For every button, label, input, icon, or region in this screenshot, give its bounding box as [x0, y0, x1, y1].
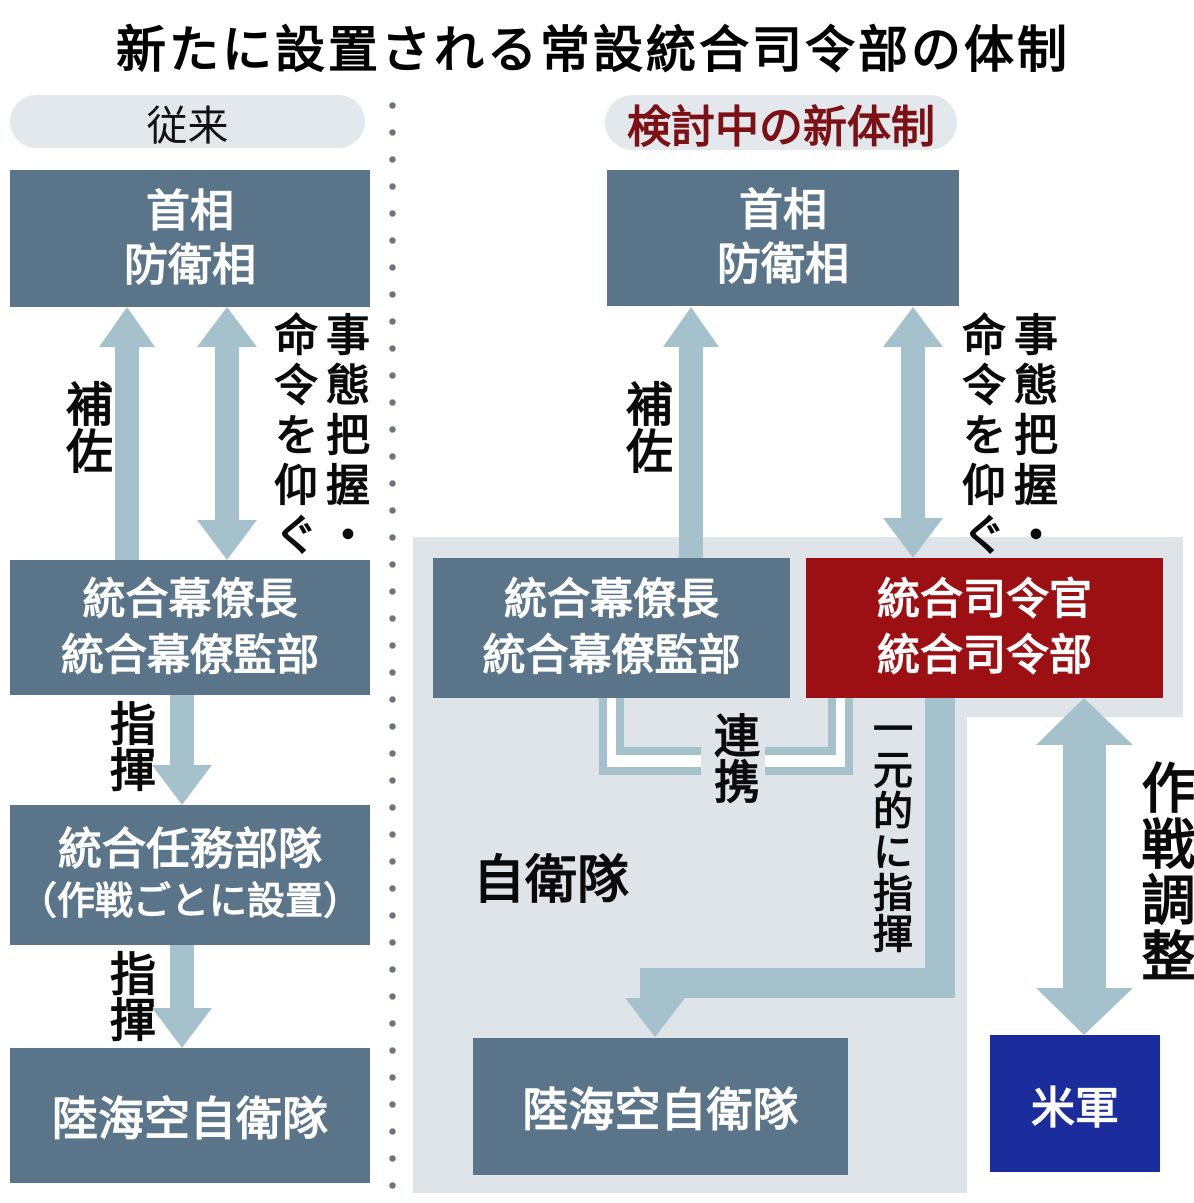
sdf-area-label: 自衛隊	[473, 853, 630, 910]
header-new-system: 検討中の新体制	[605, 95, 957, 152]
right-pm-defense-minister-box: 首相 防衛相	[607, 170, 959, 306]
left-staff-line2: 統合幕僚監部	[61, 631, 319, 680]
right-joint-staff-box: 統合幕僚長 統合幕僚監部	[433, 558, 790, 698]
coordination-label-patch: 連携	[701, 708, 765, 816]
left-pm-defense-minister-box: 首相 防衛相	[10, 170, 370, 307]
header-conventional-label: 従来	[146, 102, 229, 149]
left-command-label-2: 指揮	[104, 950, 155, 1042]
right-ground-maritime-air-sdf-box: 陸海空自衛隊	[473, 1038, 848, 1175]
ops-coordination-label: 作戦調整	[1133, 760, 1193, 984]
left-joint-task-force-box: 統合任務部隊 （作戦ごとに設置）	[10, 805, 370, 945]
us-forces-label: 米軍	[1031, 1083, 1119, 1133]
left-command-down-arrow-1-icon	[152, 695, 212, 805]
joint-command-line2: 統合司令部	[877, 632, 1092, 680]
left-task-line1: 統合任務部隊	[58, 825, 322, 874]
unified-command-label: 一元的に指揮	[867, 708, 912, 954]
right-assist-label: 補佐	[618, 380, 670, 474]
header-new-system-label: 検討中の新体制	[627, 102, 935, 152]
right-staff-line2: 統合幕僚監部	[482, 632, 741, 680]
left-sdf-label: 陸海空自衛隊	[52, 1092, 328, 1145]
left-pm-line1: 首相	[146, 186, 234, 236]
ops-coordination-double-arrow-icon	[1036, 698, 1133, 1035]
left-joint-staff-box: 統合幕僚長 統合幕僚監部	[10, 560, 370, 695]
left-command-label-1: 指揮	[104, 700, 155, 792]
left-pm-line2: 防衛相	[124, 240, 256, 290]
coordination-label: 連携	[708, 712, 759, 804]
left-ground-maritime-air-sdf-box: 陸海空自衛隊	[10, 1048, 370, 1183]
column-divider-dotted-line	[389, 92, 396, 1203]
left-orders-label: 事態把握・命令を仰ぐ	[267, 312, 368, 562]
right-sdf-label: 陸海空自衛隊	[522, 1083, 799, 1136]
page-title: 新たに設置される常設統合司令部の体制	[116, 22, 1070, 78]
unified-command-elbow-arrow-icon	[625, 698, 955, 1037]
left-orders-double-arrow-icon	[197, 307, 257, 560]
us-forces-box: 米軍	[990, 1035, 1160, 1172]
left-task-line2: （作戦ごとに設置）	[18, 881, 361, 923]
joint-commander-headquarters-box: 統合司令官 統合司令部	[806, 558, 1163, 698]
left-assist-up-arrow-icon	[99, 307, 155, 560]
right-staff-line1: 統合幕僚長	[504, 576, 719, 624]
right-orders-label: 事態把握・命令を仰ぐ	[955, 312, 1056, 562]
joint-command-line1: 統合司令官	[877, 576, 1092, 624]
left-command-down-arrow-2-icon	[152, 945, 212, 1048]
right-pm-line1: 首相	[739, 186, 827, 235]
header-conventional: 従来	[10, 95, 365, 149]
right-assist-up-arrow-icon	[663, 307, 719, 558]
right-orders-double-arrow-icon	[883, 307, 943, 558]
right-pm-line2: 防衛相	[717, 240, 849, 289]
left-assist-label: 補佐	[58, 380, 110, 474]
left-staff-line1: 統合幕僚長	[82, 575, 298, 624]
